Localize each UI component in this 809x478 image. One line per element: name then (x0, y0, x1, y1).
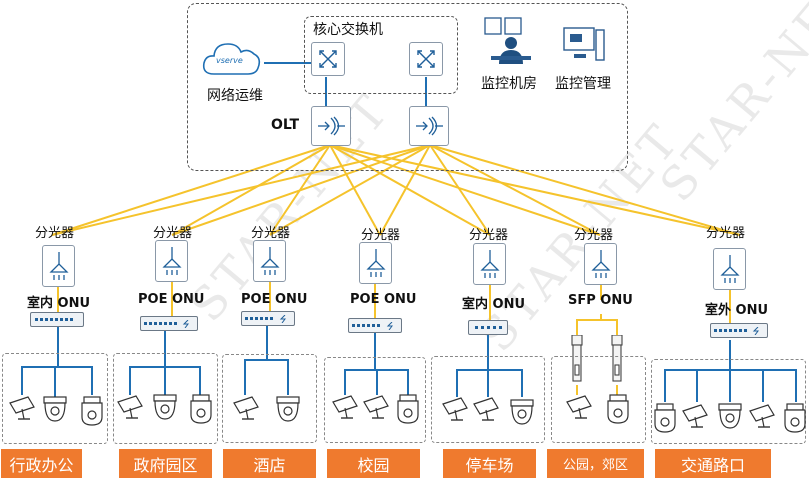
splitter-icon[interactable] (42, 245, 75, 287)
olt-icon[interactable] (409, 106, 449, 146)
core-switch-icon[interactable] (409, 42, 443, 76)
core-network-zone (187, 3, 628, 171)
onu-device[interactable] (140, 316, 198, 331)
onu-device[interactable] (348, 318, 402, 333)
splitter-icon[interactable] (473, 243, 506, 285)
splitter-label: 分光器 (469, 228, 509, 243)
splitter-label: 分光器 (35, 226, 75, 241)
camera-group (651, 359, 806, 444)
splitter-icon[interactable] (584, 243, 617, 285)
camera-group (431, 356, 545, 443)
camera-group (324, 357, 426, 443)
core-switch-zone (304, 16, 458, 94)
ptz-camera-icon (654, 403, 676, 433)
core-switch-label: 核心交换机 (313, 22, 383, 38)
dome-camera-icon (43, 396, 67, 422)
site-label: 行政办公 (1, 449, 82, 478)
ptz-camera-icon (190, 394, 212, 424)
bullet-camera-icon (117, 395, 143, 419)
camera-group (222, 354, 317, 443)
bullet-camera-icon (566, 395, 592, 419)
dome-camera-icon (276, 396, 300, 422)
onu-device[interactable] (241, 311, 295, 326)
splitter-label: 分光器 (706, 226, 746, 241)
cloud-label: 网络运维 (207, 88, 263, 104)
camera-group (551, 356, 646, 443)
ptz-camera-icon (397, 394, 419, 424)
splitter-icon[interactable] (155, 240, 188, 282)
onu-label: 室内 ONU (462, 297, 526, 312)
onu-label: POE ONU (350, 292, 417, 307)
onu-device[interactable] (710, 323, 768, 338)
olt-label: OLT (271, 117, 300, 133)
bullet-camera-icon (332, 395, 358, 419)
onu-device[interactable] (468, 320, 508, 335)
splitter-icon[interactable] (253, 240, 286, 282)
olt-icon[interactable] (311, 106, 351, 146)
site-label: 校园 (327, 449, 420, 478)
bullet-camera-icon (363, 395, 389, 419)
camera-group (2, 353, 108, 444)
onu-label: SFP ONU (568, 293, 633, 308)
splitter-label: 分光器 (361, 228, 401, 243)
splitter-label: 分光器 (251, 226, 291, 241)
splitter-label: 分光器 (153, 226, 193, 241)
camera-group (113, 353, 218, 444)
sfp-module-icon[interactable] (610, 334, 624, 385)
monitor-room-label: 监控机房 (481, 76, 537, 92)
site-label: 政府园区 (119, 449, 212, 478)
bullet-camera-icon (9, 396, 35, 420)
ptz-camera-icon (784, 403, 806, 433)
monitor-management-icon[interactable] (562, 24, 606, 68)
cloud-icon: vserve (200, 36, 264, 80)
site-label: 交通路口 (655, 449, 771, 478)
monitor-room-icon[interactable] (481, 16, 533, 68)
bullet-camera-icon (682, 404, 708, 428)
dome-camera-icon (153, 394, 177, 420)
splitter-icon[interactable] (713, 248, 746, 290)
onu-device[interactable] (30, 312, 84, 327)
sfp-module-icon[interactable] (570, 334, 584, 385)
ptz-camera-icon (81, 396, 103, 426)
onu-label: POE ONU (138, 292, 205, 307)
site-label: 公园，郊区 (547, 449, 644, 478)
site-label: 酒店 (223, 449, 316, 478)
bullet-camera-icon (442, 397, 468, 421)
site-label: 停车场 (443, 449, 536, 478)
bullet-camera-icon (233, 396, 259, 420)
splitter-label: 分光器 (574, 228, 614, 243)
bullet-camera-icon (749, 404, 775, 428)
core-switch-icon[interactable] (311, 42, 345, 76)
onu-label: 室外 ONU (705, 303, 769, 318)
dome-camera-icon (510, 399, 534, 425)
cloud-brand: vserve (216, 56, 243, 65)
onu-label: POE ONU (241, 292, 308, 307)
monitor-management-label: 监控管理 (555, 76, 611, 92)
onu-label: 室内 ONU (27, 296, 91, 311)
ptz-camera-icon (607, 394, 629, 424)
splitter-icon[interactable] (359, 242, 392, 284)
bullet-camera-icon (473, 397, 499, 421)
dome-camera-icon (718, 403, 742, 429)
